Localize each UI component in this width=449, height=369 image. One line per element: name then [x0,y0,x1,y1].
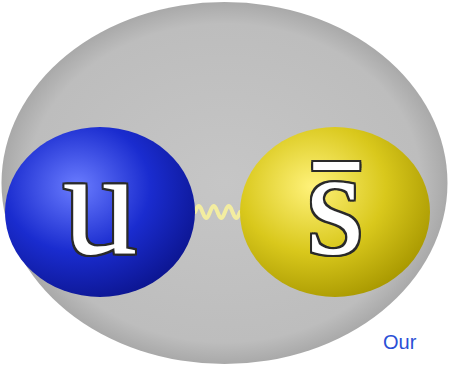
gluon-line [195,206,240,218]
quark-ellipse [240,127,430,297]
antistrange-quark-circle: s̄ [240,127,430,297]
caption-fragment: Our [383,331,416,354]
meson-ellipse [2,2,448,364]
quark-symbol: s̄ [306,128,364,278]
quark-ellipse [5,127,195,297]
up-quark-circle: u [5,127,195,297]
quark-symbol: u [63,128,138,278]
